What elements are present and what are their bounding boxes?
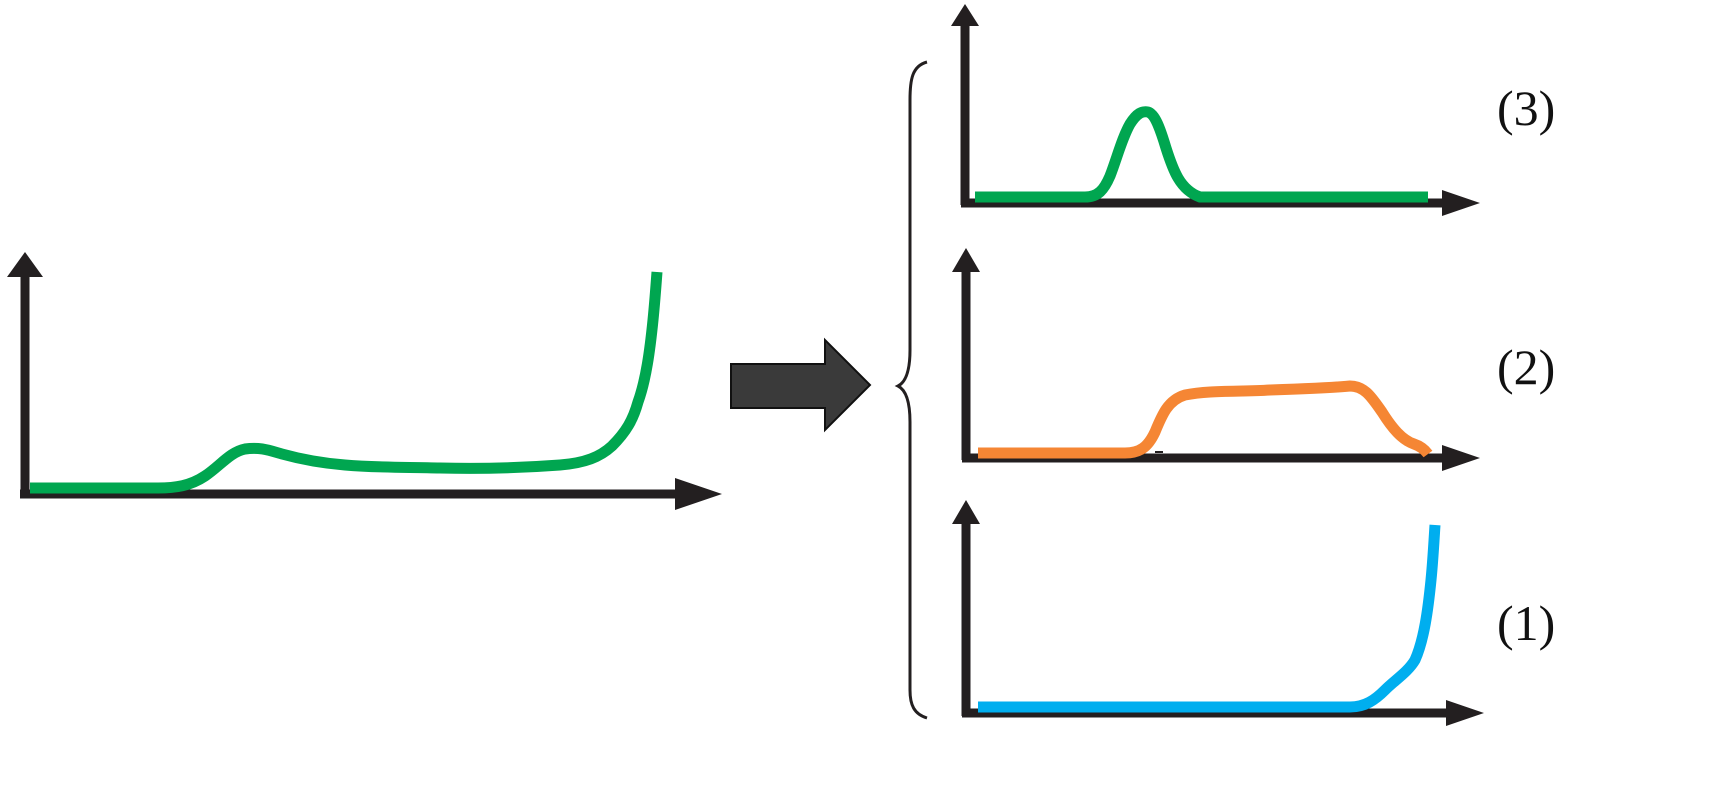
- panel-3-label: (3): [1497, 80, 1555, 136]
- panel-1-plot: (1): [952, 500, 1555, 726]
- combined-curve: [30, 271, 663, 494]
- panel-1-label: (1): [1497, 595, 1555, 651]
- panel-1-y-arrowhead: [952, 500, 980, 524]
- panel-3-plot: (3): [951, 4, 1555, 216]
- panel-1-x-arrowhead: [1446, 700, 1484, 726]
- combined-plot: [7, 252, 722, 510]
- panel-2-y-arrowhead: [952, 248, 980, 272]
- panel-2-label: (2): [1497, 339, 1555, 395]
- left-curly-brace: [894, 60, 928, 720]
- panel-3-y-arrowhead: [951, 4, 979, 26]
- panel-1-curve: [978, 524, 1441, 713]
- right-arrow-icon: [730, 337, 872, 433]
- panel-2-curve: [978, 380, 1433, 459]
- panel-2-x-arrowhead: [1442, 445, 1480, 471]
- combined-y-arrowhead: [7, 252, 43, 277]
- panel-3-x-arrowhead: [1442, 190, 1480, 216]
- panel-3-curve: [975, 106, 1428, 203]
- combined-x-arrowhead: [675, 478, 722, 510]
- panel-2-plot: (2): [952, 248, 1555, 471]
